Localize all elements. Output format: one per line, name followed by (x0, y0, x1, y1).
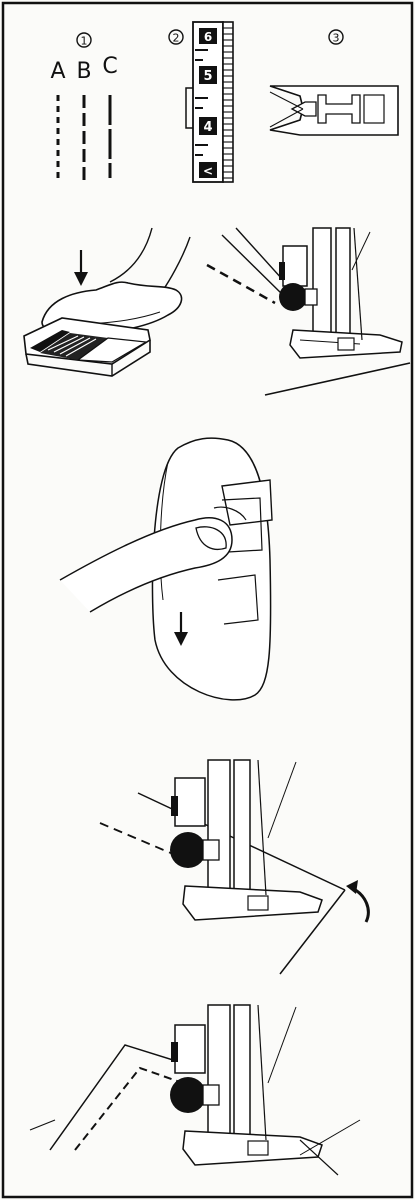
stitch-turned-dashed (75, 1068, 180, 1150)
fabric-edge (265, 363, 410, 395)
step-3-presser-foot: 3 (270, 30, 398, 135)
stitch-label-b: B (76, 59, 91, 84)
dial-number-mid: 5 (203, 69, 212, 84)
dial-number-low: 4 (203, 120, 212, 135)
pivot-arrow (352, 888, 368, 922)
dial-bracket (186, 88, 193, 128)
stitch-label-a: A (50, 59, 65, 84)
stitch-label-c: C (102, 54, 117, 79)
dial-body (193, 22, 223, 182)
stitch-guide-dashed-2 (100, 823, 180, 857)
thumb-screw-3 (170, 1077, 206, 1113)
step-1-number: 1 (81, 35, 88, 48)
step-2-number: 2 (173, 32, 180, 45)
reverse-lever-hand (60, 438, 272, 700)
step-3-number: 3 (333, 32, 340, 45)
foot-pedal-illustration (24, 228, 190, 376)
presser-foot-side-view-1 (207, 228, 410, 395)
presser-foot-side-view-3 (30, 1005, 360, 1175)
dial-mark-bottom: < (203, 164, 213, 178)
step-2-stitch-dial: 2 (169, 22, 233, 182)
dial-number-top: 6 (204, 30, 212, 44)
step-1-stitch-lengths: 1 A B C (50, 33, 117, 180)
thumb-screw (279, 283, 307, 311)
thumb-screw-2 (170, 832, 206, 868)
reverse-lever (222, 480, 272, 525)
needle (354, 228, 362, 340)
foot-needle-slot (292, 102, 316, 116)
presser-foot-side-view-2 (100, 760, 368, 974)
stitch-guide-dashed (207, 265, 275, 303)
